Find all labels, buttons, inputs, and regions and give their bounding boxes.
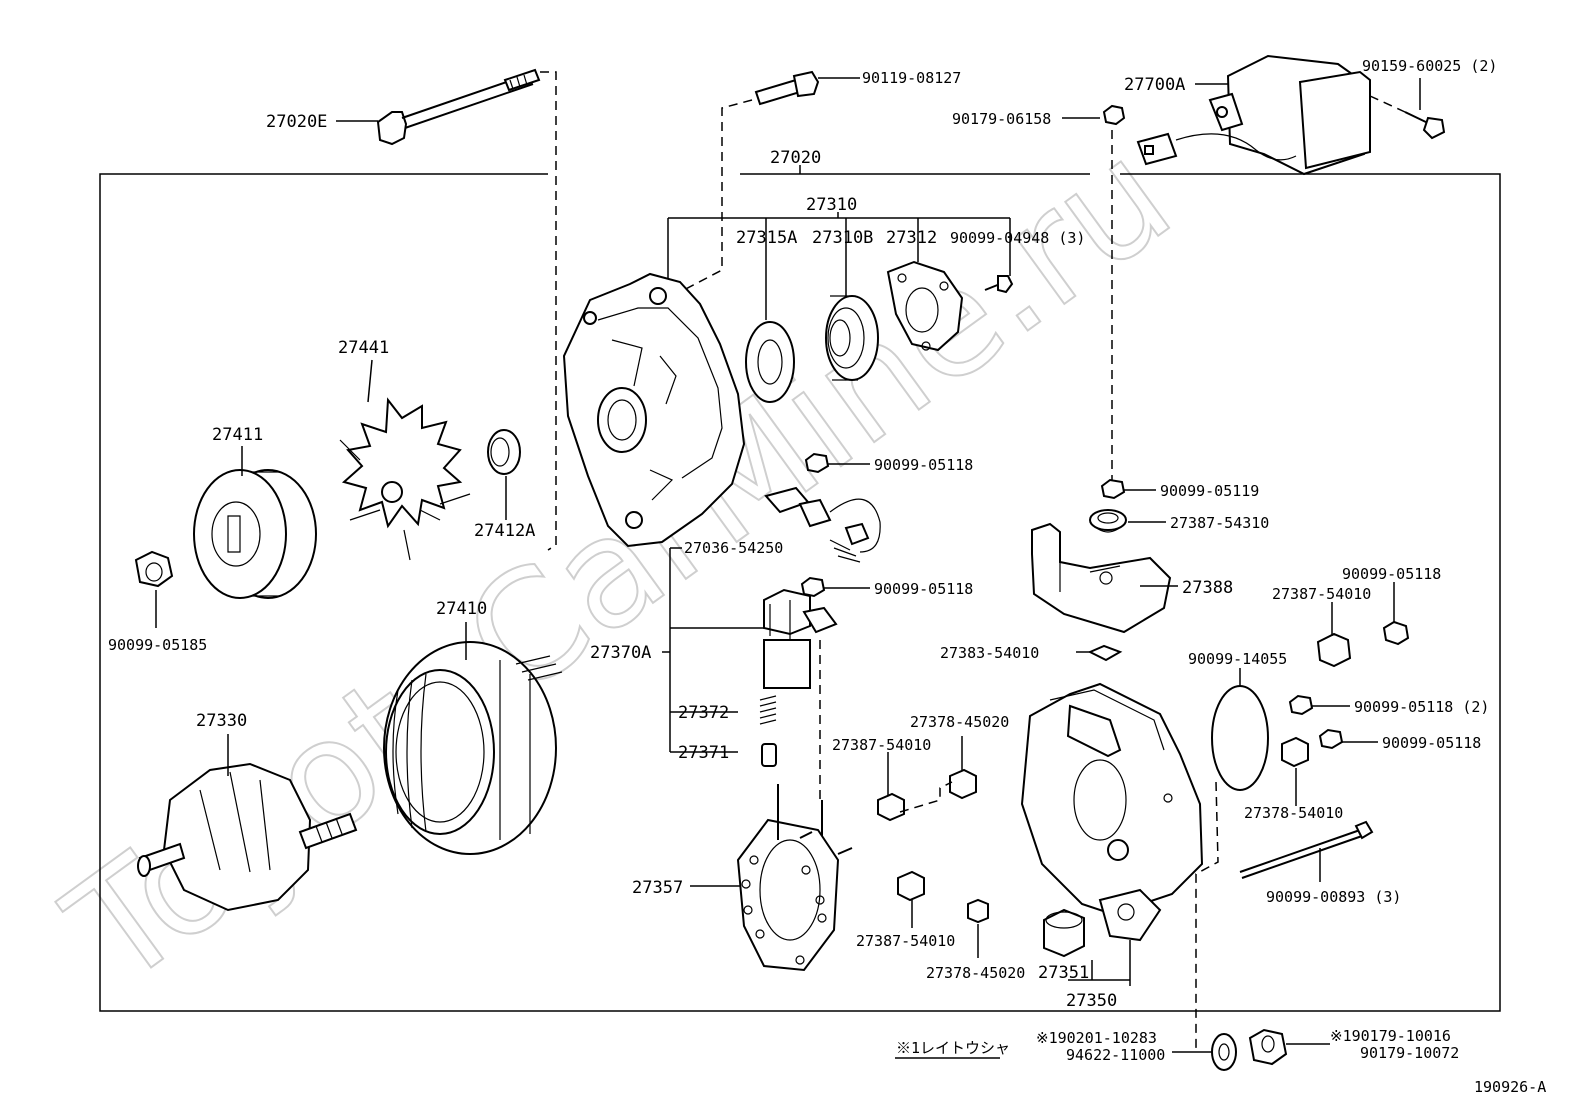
nut-90179-10072	[1248, 1028, 1288, 1066]
label-90159-60025[interactable]: 90159-60025 (2)	[1362, 57, 1497, 75]
label-90099-14055[interactable]: 90099-14055	[1188, 650, 1287, 668]
terminal-27036-54250	[764, 486, 881, 563]
washer-94622-11000	[1211, 1033, 1237, 1071]
label-27020[interactable]: 27020	[770, 148, 821, 168]
insulator-27387-54010-c	[1316, 632, 1352, 668]
label-27370A[interactable]: 27370A	[590, 643, 651, 663]
pulley-27411	[193, 469, 317, 599]
label-27310B[interactable]: 27310B	[812, 228, 873, 248]
nut-90179-06158	[1102, 104, 1126, 126]
fan-27441	[339, 397, 471, 561]
nut-90099-05118-a	[804, 452, 830, 474]
through-bolt-90099-00893	[1239, 820, 1374, 879]
label-27312[interactable]: 27312	[886, 228, 937, 248]
note-label: ※1レイトウシャ	[896, 1039, 1010, 1057]
label-27330[interactable]: 27330	[196, 711, 247, 731]
assembly-frame	[99, 165, 1501, 1012]
label-27371[interactable]: 27371	[678, 743, 729, 763]
label-27350[interactable]: 27350	[1066, 991, 1117, 1011]
label-27700A[interactable]: 27700A	[1124, 75, 1185, 95]
o-ring-90099-14055	[1211, 685, 1269, 791]
nut-90099-05119	[1100, 478, 1126, 500]
screw-90159-60025	[1404, 111, 1446, 140]
label-27387-54310[interactable]: 27387-54310	[1170, 514, 1269, 532]
insulator-27387-54010-b	[897, 870, 925, 902]
label-27372[interactable]: 27372	[678, 703, 729, 723]
stator-27410	[383, 641, 563, 855]
nut-90099-05118-e	[1318, 728, 1344, 750]
label-27378-45020-b[interactable]: 27378-45020	[926, 964, 1025, 982]
label-90119-08127[interactable]: 90119-08127	[862, 69, 961, 87]
diagram-id: 190926-A	[1474, 1078, 1546, 1096]
regulator-27700A	[1136, 54, 1371, 176]
label-27388[interactable]: 27388	[1182, 578, 1233, 598]
label-90099-05118-e[interactable]: 90099-05118	[1382, 734, 1481, 752]
spacer-27412A	[487, 429, 521, 475]
bushing-27378-45020-b	[967, 898, 989, 924]
label-27387-54010-b[interactable]: 27387-54010	[832, 736, 931, 754]
label-90179-06158[interactable]: 90179-06158	[952, 110, 1051, 128]
screw-90099-04948	[984, 275, 1014, 294]
label-27315A[interactable]: 27315A	[736, 228, 797, 248]
retainer-plate-27312	[886, 260, 964, 352]
bushing-27378-45020-a	[949, 768, 977, 800]
label-27387-54010-c[interactable]: 27387-54010	[856, 932, 955, 950]
cover-27388	[1031, 522, 1172, 634]
label-90099-05118-b[interactable]: 90099-05118	[874, 580, 973, 598]
label-90099-00893[interactable]: 90099-00893 (3)	[1266, 888, 1401, 906]
bushing-27351	[1043, 908, 1085, 958]
nut-90099-05118-b	[800, 576, 826, 598]
nut-90099-05185	[134, 550, 174, 588]
insulator-27387-54010-a	[877, 792, 905, 822]
label-90099-05119[interactable]: 90099-05119	[1160, 482, 1259, 500]
bushing-27378-54010	[1281, 736, 1309, 768]
bearing-27310B	[825, 295, 879, 381]
label-90099-05118-c[interactable]: 90099-05118	[1342, 565, 1441, 583]
label-27387-54010-a[interactable]: 27387-54010	[1272, 585, 1371, 603]
label-27412A[interactable]: 27412A	[474, 521, 535, 541]
label-27357[interactable]: 27357	[632, 878, 683, 898]
label-27310[interactable]: 27310	[806, 195, 857, 215]
label-27020E[interactable]: 27020E	[266, 112, 327, 132]
brush-holder-27370A	[763, 588, 838, 689]
label-27378-45020-a[interactable]: 27378-45020	[910, 713, 1009, 731]
nut-90099-05118-d	[1288, 694, 1314, 716]
label-90099-05118-d[interactable]: 90099-05118 (2)	[1354, 698, 1489, 716]
label-27441[interactable]: 27441	[338, 338, 389, 358]
rectifier-27357	[736, 784, 853, 972]
bolt-90119-08127	[754, 70, 820, 106]
label-27410[interactable]: 27410	[436, 599, 487, 619]
cover-27315A	[745, 321, 795, 403]
label-90099-04948[interactable]: 90099-04948 (3)	[950, 229, 1085, 247]
brush-27371	[761, 743, 777, 767]
label-27383-54010[interactable]: 27383-54010	[940, 644, 1039, 662]
front-housing-27310	[562, 272, 746, 548]
through-bolt-27020E	[376, 68, 541, 146]
label-190179-10016[interactable]: ※190179-10016	[1330, 1027, 1451, 1045]
part-labels: 27020E 90119-08127 27700A 90159-60025 (2…	[108, 57, 1546, 1096]
label-94622-11000[interactable]: 94622-11000	[1066, 1046, 1165, 1064]
plate-27383-54010	[1087, 644, 1123, 662]
spring-27372	[759, 695, 777, 725]
rear-housing-27350	[1020, 682, 1204, 942]
label-27378-54010[interactable]: 27378-54010	[1244, 804, 1343, 822]
cap-27387-54310	[1089, 509, 1127, 533]
label-27351[interactable]: 27351	[1038, 963, 1089, 983]
label-90099-05185[interactable]: 90099-05185	[108, 636, 207, 654]
nut-90099-05118-c	[1382, 620, 1410, 646]
rotor-27330	[137, 762, 358, 912]
label-27036-54250[interactable]: 27036-54250	[684, 539, 783, 557]
label-90179-10072[interactable]: 90179-10072	[1360, 1044, 1459, 1062]
label-27411[interactable]: 27411	[212, 425, 263, 445]
label-90099-05118-a[interactable]: 90099-05118	[874, 456, 973, 474]
label-190201-10283[interactable]: ※190201-10283	[1036, 1029, 1157, 1047]
